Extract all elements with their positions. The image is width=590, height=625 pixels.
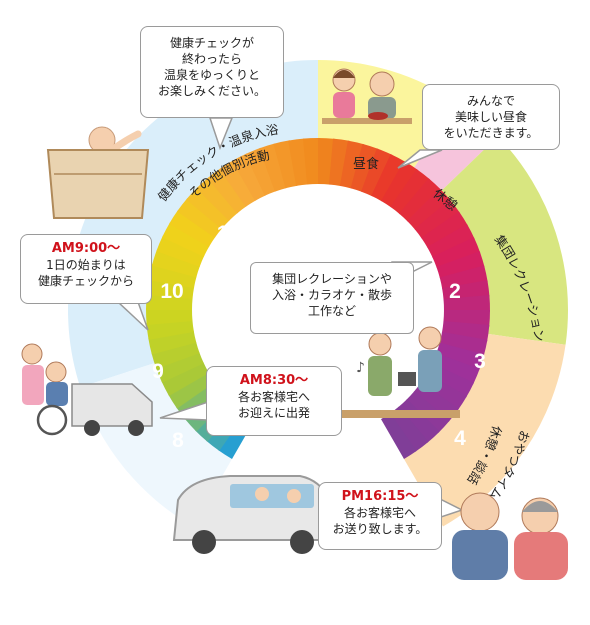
clock-ring-segment [146,308,193,325]
clock-ring-segment [381,413,417,459]
clock-ring-segment [155,351,204,383]
hour-10: 10 [160,280,183,303]
clock-ring-segment [168,371,215,409]
man-head-icon [369,71,395,97]
clock-ring-segment [435,342,485,371]
clock-ring-segment [381,161,419,208]
morning-callout: AM9:00～ 1日の始まりは 健康チェックから [20,234,152,304]
car-illustration [172,475,334,554]
clock-ring-segment [146,319,194,340]
hour-4: 4 [454,427,466,450]
elder-woman-body-icon [514,532,568,580]
table-icon [322,118,412,124]
music-note-icon: ♪ [356,360,365,376]
hour-labels: 12 1 2 3 4 8 9 10 11 [152,200,486,452]
clock-ring-segment [371,154,406,202]
clock-ring-segment [427,224,475,258]
clock-ring-segment [303,138,320,185]
clock-ring-segment [398,178,441,222]
hour-2: 2 [449,280,461,303]
wheelchair-user-body-icon [46,382,68,406]
clock-ring-segment [339,140,365,189]
clock-ring-segment [196,177,239,221]
onsen-callout-tail [208,117,234,151]
lunch-illustration [322,68,412,124]
partner-head-icon [418,326,442,350]
clock-ring-segment [328,138,350,187]
recreation-band [440,136,568,345]
elder-man-head-icon [460,492,500,532]
wheelchair-wheel-icon [36,404,68,436]
wheelchair-user-head-icon [45,361,67,383]
clock-ring-segment [350,143,379,193]
clock-ring-segment [414,199,460,239]
singer-head-icon [368,332,392,356]
singer-body-icon [368,356,392,396]
lunch-label: 昼食 [353,156,379,172]
clock-ring-segment [407,188,451,231]
clock-ring-segment [148,263,197,289]
clock-ring-segment [288,138,309,186]
clock-ring-segment [161,362,209,396]
clock-ring-segment [443,295,490,312]
hour-1: 1 [382,214,394,237]
woman-hair-icon [333,70,355,78]
lunch-callout-tail [397,149,443,169]
car-wheel-icon [192,530,216,554]
passenger-head-icon [255,487,269,501]
partner-body-icon [418,350,442,392]
van-icon [71,383,153,427]
clock-ring-segment [232,153,266,201]
clock-ring-segment [442,280,490,301]
bowl-icon [368,112,388,120]
dropoff-callout: PM16:15～ 各お客様宅へ お送り致します。 [318,482,442,550]
stage-floor-icon [342,410,460,418]
karaoke-machine-icon [398,372,416,386]
clock-ring-segment [441,320,490,342]
clock-ring-segment [177,198,223,238]
clock-ring-segment [151,341,200,369]
bather-arm-icon [108,130,142,154]
clock-ring-segment [219,160,257,207]
caregiver-illustration [21,343,153,436]
clock-ring-segment [436,251,485,279]
hour-8: 8 [172,429,184,452]
caregiver-body-icon [22,365,44,405]
clock-ring-segment [146,278,195,300]
hour-12: 12 [300,200,323,223]
bath-illustration [46,126,150,219]
car-window-icon [230,484,314,508]
bathtub-icon [46,149,150,219]
recreation-callout: 集団レクレーションや 入浴・カラオケ・散歩 工作など [250,262,414,334]
clock-ring-segment [151,249,201,278]
onsen-callout: 健康チェックが 終わったら 温泉をゆっくりと お楽しみください。 [140,26,284,118]
elderly-couple-illustration [452,492,568,580]
hour-3: 3 [474,350,486,373]
clock-ring-segment [361,148,393,197]
clock-ring-segment [162,222,210,257]
hour-9: 9 [152,360,164,383]
woman-body-icon [333,92,355,118]
pickup-callout: AM8:30～ 各お客様宅へ お迎えに出発 [206,366,342,436]
clock-ring-segment [156,235,205,267]
lunch-callout: みんなで 美味しい昼食 をいただきます。 [422,84,560,150]
clock-ring-segment [186,187,230,230]
caregiver-head-icon [21,343,43,365]
clock-ring-segment [207,168,247,214]
hour-11: 11 [217,222,240,245]
teatime-band [403,333,566,527]
clock-ring-segment [169,209,216,247]
clock-ring-segment [421,211,468,249]
clock-ring-segment [432,237,481,269]
elder-man-body-icon [452,530,508,580]
clock-ring-segment [431,353,480,385]
clock-ring-segment [439,331,488,357]
clock-ring-segment [259,143,287,192]
clock-ring-segment [245,147,277,196]
clock-ring-segment [390,169,430,215]
